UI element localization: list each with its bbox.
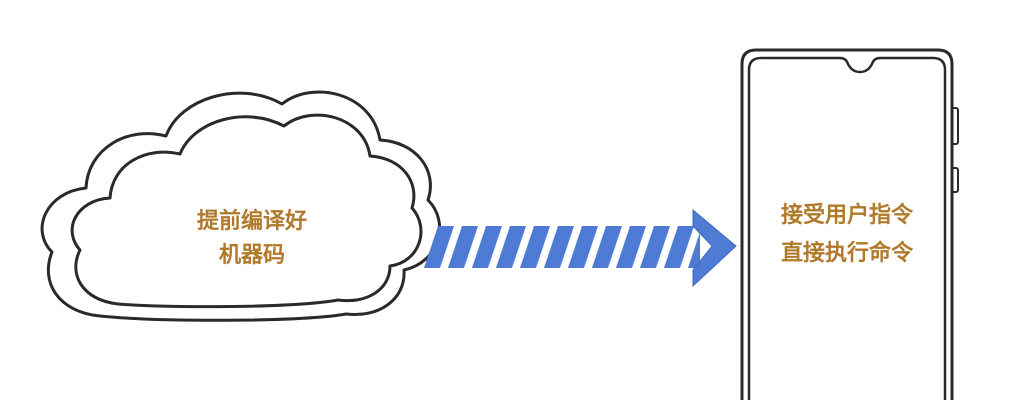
- arrow-stripe: [664, 226, 694, 268]
- arrow-stripe: [448, 226, 478, 268]
- arrow-stripe: [472, 226, 502, 268]
- arrow-stripe: [520, 226, 550, 268]
- cloud-icon: [40, 90, 442, 322]
- arrow-stripe: [424, 226, 454, 268]
- phone-label-line1: 接受用户指令: [781, 202, 914, 228]
- arrow-shaft-stripes: [424, 226, 702, 268]
- arrow-stripe: [640, 226, 670, 268]
- arrow-right-icon: [424, 208, 737, 288]
- cloud-label-line2: 机器码: [219, 243, 285, 268]
- phone-side-button-upper: [951, 107, 959, 145]
- arrow-stripe: [496, 226, 526, 268]
- cloud-label-line1: 提前编译好: [197, 208, 307, 234]
- phone-icon: [740, 48, 959, 400]
- phone-body: [740, 48, 954, 400]
- arrow-head: [692, 208, 737, 288]
- cloud-outline-back: [40, 90, 442, 322]
- cloud-outline-front: [70, 113, 423, 309]
- arrow-stripe: [568, 226, 598, 268]
- arrow-stripe: [544, 226, 574, 268]
- arrow-stripe: [592, 226, 622, 268]
- arrow-stripe: [688, 226, 702, 268]
- arrow-stripe: [616, 226, 646, 268]
- phone-side-button-lower: [951, 167, 959, 193]
- phone-label-line2: 直接执行命令: [781, 240, 914, 266]
- phone-screen: [747, 56, 947, 400]
